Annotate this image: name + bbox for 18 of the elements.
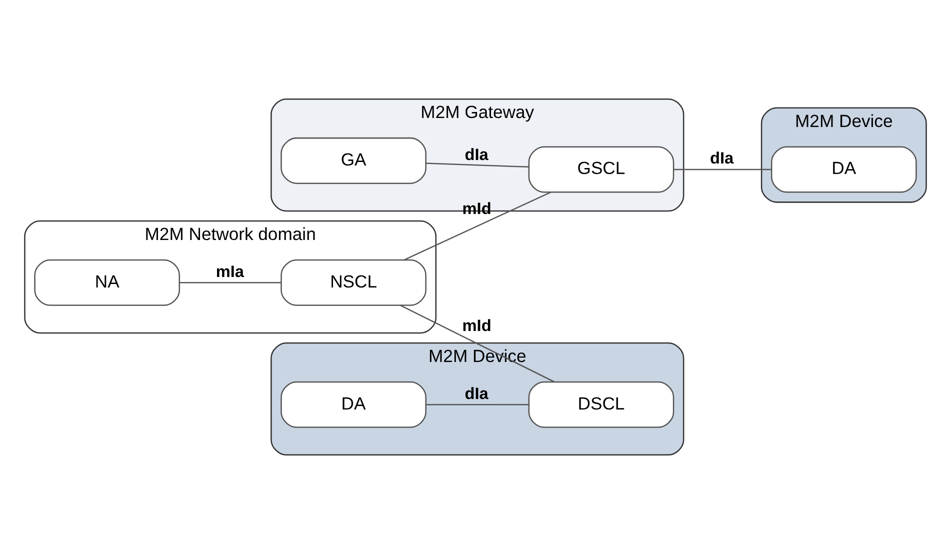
node-box: GA [280, 137, 426, 184]
connector [673, 168, 771, 170]
connector [400, 304, 554, 382]
node-box: NSCL [280, 259, 426, 306]
node-box: GSCL [528, 146, 674, 193]
connector [426, 162, 528, 168]
connector [179, 282, 280, 284]
edge-label: mId [462, 316, 491, 335]
node-box: DA [280, 381, 426, 428]
node-box: NA [34, 259, 180, 306]
edge-label: mIa [215, 262, 244, 281]
connector [404, 192, 551, 260]
edge-label: dIa [709, 150, 734, 168]
node-box: DSCL [528, 381, 674, 428]
connector [426, 404, 528, 406]
edge-label: dIa [464, 384, 488, 403]
edge-label: dIa [464, 146, 488, 164]
node-box: DA [770, 146, 916, 193]
